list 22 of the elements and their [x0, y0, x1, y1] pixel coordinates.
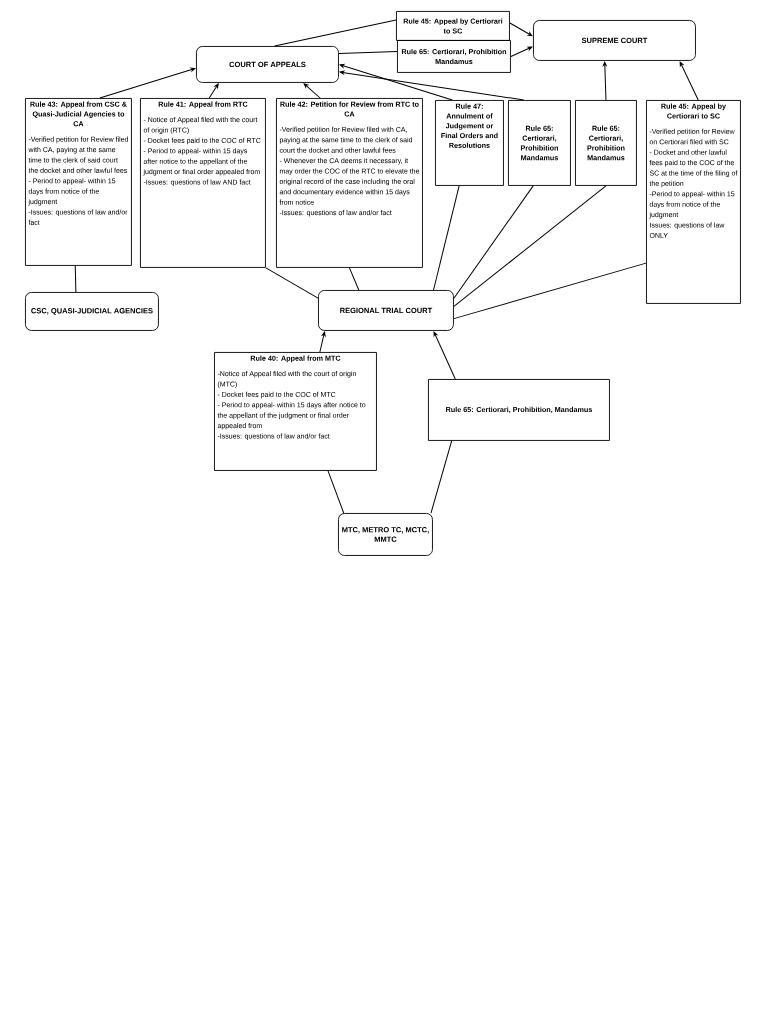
connector-line — [327, 470, 345, 514]
arrow — [339, 70, 525, 101]
arrow — [208, 83, 219, 99]
arrow — [319, 331, 326, 353]
connector-line — [274, 19, 397, 47]
connector-line — [74, 265, 77, 293]
connector-line — [453, 185, 607, 307]
connector-line — [430, 440, 453, 514]
arrow — [509, 22, 533, 37]
connector-line — [265, 267, 319, 299]
arrow — [339, 64, 453, 101]
connector-line — [433, 185, 460, 291]
arrow — [679, 61, 699, 101]
arrow — [433, 331, 456, 380]
arrow — [510, 46, 533, 57]
connector-line — [348, 267, 360, 291]
connector-line — [338, 51, 398, 54]
connector-line — [453, 262, 647, 320]
connector-line — [453, 185, 534, 299]
arrow — [303, 83, 321, 99]
arrow — [603, 61, 607, 101]
arrow — [99, 67, 196, 99]
